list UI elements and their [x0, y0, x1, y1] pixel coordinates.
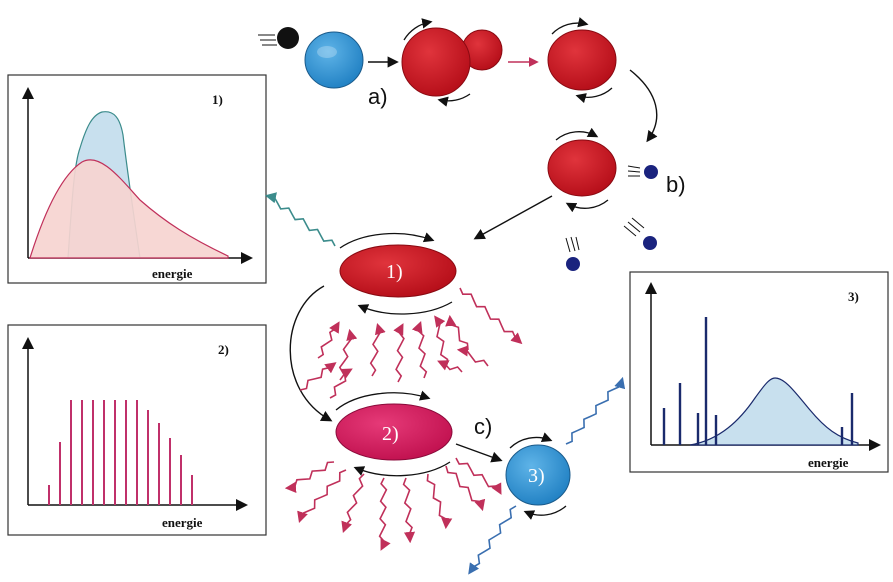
gamma-cascade: 1) 2) c) 3)	[264, 192, 626, 575]
neutron-icon	[627, 165, 658, 179]
photon-icon	[459, 287, 523, 345]
photon-icon	[369, 322, 386, 377]
photon-icon	[317, 321, 340, 359]
photon-icon	[434, 315, 449, 367]
photon-icon	[329, 368, 353, 399]
spectrum-panel-1: 1) energie	[7, 74, 267, 284]
photon-icon	[378, 477, 391, 551]
panel-3-xlabel: energie	[808, 455, 849, 470]
panel-2-number: 2)	[218, 342, 229, 357]
nucleus-3-label: 3)	[528, 465, 545, 487]
neutron-icon	[565, 236, 580, 271]
neutron-icon	[623, 217, 657, 250]
excited-nucleus-1: 1)	[339, 232, 457, 315]
photon-icon	[284, 461, 335, 493]
evaporation-step: b)	[473, 127, 686, 271]
collision-step: a)	[258, 17, 658, 143]
photon-icon	[565, 376, 626, 445]
discrete-lines-panel-3	[662, 317, 854, 445]
photon-icon	[468, 505, 517, 575]
nucleus-1-label: 1)	[386, 261, 403, 283]
continuum-peak-area	[689, 377, 859, 446]
target-nucleus-icon	[304, 31, 364, 89]
photon-icon	[411, 320, 428, 379]
photon-icon	[299, 362, 337, 391]
photon-icon	[437, 360, 463, 373]
photon-icon	[393, 323, 405, 383]
spectrum-panel-3: 3) energie	[629, 271, 889, 473]
photon-icon	[402, 477, 416, 544]
spectrum-panel-2: 2) energie	[7, 324, 267, 536]
projectile-icon	[258, 27, 299, 49]
excited-nucleus-2: 2)	[335, 390, 453, 477]
photon-icon	[456, 345, 489, 367]
panel-1-xlabel: energie	[152, 266, 193, 281]
panel-3-number: 3)	[848, 289, 859, 304]
step-b-label: b)	[666, 172, 686, 197]
step-a-label: a)	[368, 84, 388, 109]
step-c-label: c)	[474, 414, 492, 439]
ground-state-nucleus-3: 3)	[505, 432, 571, 520]
photon-icon	[341, 473, 365, 534]
photon-icon	[426, 473, 453, 530]
nucleus-2-label: 2)	[382, 423, 399, 445]
compound-nucleus-icon	[401, 18, 503, 107]
panel-2-xlabel: energie	[162, 515, 203, 530]
photon-icon	[445, 465, 486, 512]
photon-emissions	[264, 192, 626, 575]
photon-icon	[297, 469, 347, 524]
broad-spectrum-area	[29, 159, 229, 259]
compound-nucleus-icon	[547, 17, 617, 104]
photon-icon	[445, 314, 469, 351]
photon-icon	[264, 192, 336, 247]
compound-nucleus-icon	[547, 127, 617, 213]
discrete-lines-panel-2	[48, 400, 193, 505]
photon-icon	[455, 457, 502, 495]
panel-1-number: 1)	[212, 92, 223, 107]
